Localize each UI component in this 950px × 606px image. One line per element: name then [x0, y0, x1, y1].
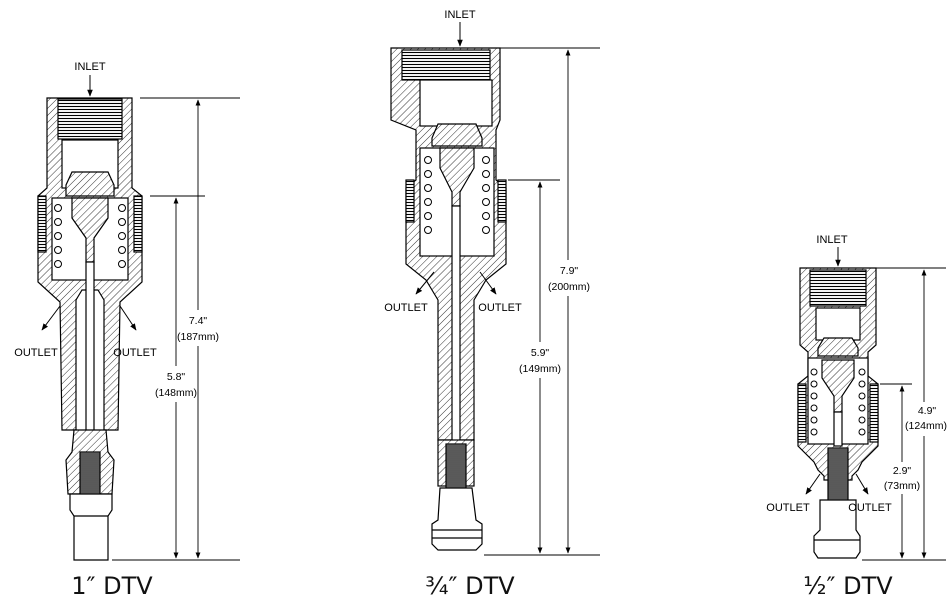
- valve-three-quarter-inch-outlet-left-arrow: [415, 271, 435, 295]
- valve-half-inch-insertion-dim: 2.9": [893, 465, 912, 477]
- valve-three-quarter-inch-outlet-right-arrow: [479, 271, 497, 295]
- valve-three-quarter-inch-caption: ¾″ DTV: [425, 572, 515, 600]
- valve-one-inch-outlet-left-label: OUTLET: [14, 347, 58, 359]
- valve-half-inch-caption: ½″ DTV: [803, 572, 893, 600]
- valve-three-quarter-inch-body: [390, 47, 507, 551]
- valve-three-quarter-inch: INLET OUTLET OUTLET 7.9" (200mm) 5.9" (1…: [384, 9, 600, 600]
- valve-one-inch-inlet-label: INLET: [74, 61, 105, 73]
- valve-three-quarter-inch-outlet-right-label: OUTLET: [478, 302, 522, 314]
- valve-half-inch-spring: [810, 368, 866, 436]
- valve-one-inch-outlet-right-label: OUTLET: [113, 347, 157, 359]
- valve-three-quarter-inch-outlet-left-label: OUTLET: [384, 302, 428, 314]
- valve-three-quarter-inch-spring: [424, 156, 490, 234]
- valve-half-inch-outlet-left-arrow: [805, 473, 821, 495]
- valve-three-quarter-inch-insertion-dim: 5.9": [531, 347, 550, 359]
- valve-half-inch-inlet-label: INLET: [816, 234, 847, 246]
- valve-one-inch-spring: [54, 204, 126, 268]
- valve-one-inch-outlet-left-arrow: [41, 305, 61, 331]
- valve-one-inch-overall-mm: (187mm): [177, 331, 219, 343]
- valve-three-quarter-inch-overall-dim: 7.9": [560, 265, 579, 277]
- valve-one-inch-caption: 1″ DTV: [71, 572, 153, 600]
- valve-three-quarter-inch-inlet-label: INLET: [444, 9, 475, 21]
- valve-one-inch-outlet-right-arrow: [119, 305, 137, 331]
- valve-one-inch-insertion-mm: (148mm): [155, 387, 197, 399]
- valve-one-inch-insertion-dim: 5.8": [167, 371, 186, 383]
- valve-half-inch: INLET OUTLET OUTLET 4.9" (124mm) 2.9" (7…: [766, 234, 948, 600]
- valve-half-inch-overall-mm: (124mm): [905, 420, 947, 432]
- valve-half-inch-insertion-mm: (73mm): [884, 480, 920, 492]
- valve-half-inch-outlet-left-label: OUTLET: [766, 502, 810, 514]
- valve-one-inch: INLET OUTLET OUTLET 7.4" (187mm) 5.8" (1…: [14, 61, 240, 600]
- valve-half-inch-overall-dim: 4.9": [918, 405, 937, 417]
- valve-three-quarter-inch-insertion-mm: (149mm): [519, 363, 561, 375]
- valve-one-inch-overall-dim: 7.4": [189, 315, 208, 327]
- valve-three-quarter-inch-overall-mm: (200mm): [548, 281, 590, 293]
- valve-one-inch-body: [37, 97, 143, 561]
- valve-half-inch-body: [797, 267, 879, 559]
- valve-half-inch-outlet-right-arrow: [855, 473, 869, 495]
- valve-half-inch-outlet-right-label: OUTLET: [848, 502, 892, 514]
